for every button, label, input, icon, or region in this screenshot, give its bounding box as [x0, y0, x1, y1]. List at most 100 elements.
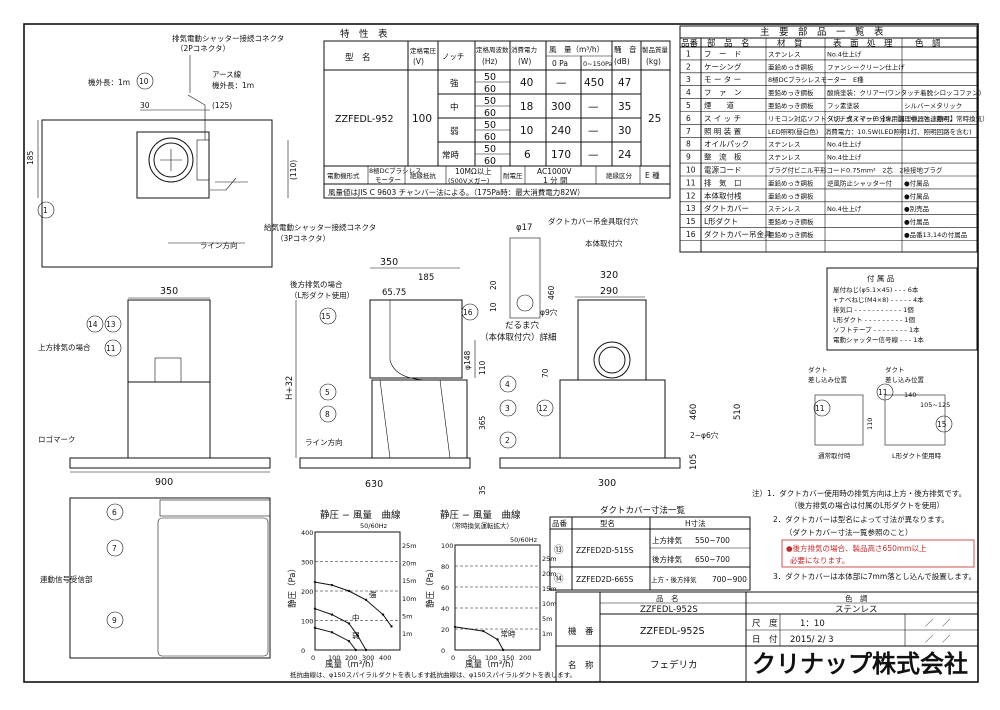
title-block: 品 名 色 調 ZZFEDL-952S ステンレス 機 番 ZZFEDL-952…: [555, 591, 979, 683]
svg-text:240: 240: [551, 125, 571, 137]
h-model: 型 名: [345, 52, 371, 63]
parts-row-no: 11: [686, 178, 696, 187]
svg-text:後方排気の場合: 後方排気の場合: [290, 279, 343, 289]
svg-text:（後方排気の場合は付属のL形ダクトを使用）: （後方排気の場合は付属のL形ダクトを使用）: [790, 500, 944, 510]
drawing-scale: 1：10: [800, 619, 825, 629]
svg-text:550~700: 550~700: [695, 536, 730, 545]
parts-row-material: 8極DCブラシレスモーター E種: [768, 75, 864, 84]
h-noise: 騒 音: [614, 44, 637, 54]
svg-text:630: 630: [365, 479, 383, 490]
parts-row-material: 亜鉛めっき鋼板: [768, 88, 814, 97]
svg-text:φ9穴: φ9穴: [540, 307, 558, 317]
svg-text:後方排気: 後方排気: [652, 554, 682, 564]
svg-text:110: 110: [866, 418, 874, 430]
parts-row-name: 照 明 装 置: [704, 126, 742, 136]
accessory-item: ソフトテープ - - - - - - - - 1本: [833, 325, 920, 334]
svg-text:だるま穴: だるま穴: [505, 320, 540, 331]
parts-row-material: プラグ付ビニル平形コード0.75mm² 2芯 2極接地プラグ: [768, 166, 943, 175]
parts-row-finish: （切、タイマー(3分>、弱、中、強、照明、常時換気）: [827, 114, 989, 123]
chart-y-tick-label: 20: [441, 626, 449, 634]
svg-text:900: 900: [155, 477, 173, 488]
parts-row-name: フ ァ ン: [704, 88, 742, 97]
svg-text:50: 50: [484, 96, 496, 107]
svg-text:ダクト: ダクト: [808, 365, 828, 374]
h-notch: ノッチ: [442, 52, 464, 61]
chart-y-tick-label: 0: [301, 647, 305, 655]
withstand-value-1: AC1000V: [537, 167, 572, 176]
svg-text:L形ダクト使用時: L形ダクト使用時: [892, 451, 942, 460]
svg-text:105~125: 105~125: [920, 401, 950, 409]
svg-text:350: 350: [380, 257, 398, 268]
svg-text:通常取付時: 通常取付時: [818, 451, 851, 460]
svg-text:700~900: 700~900: [712, 575, 747, 584]
connector-exhaust-label: 排気電動シャッター接続コネクタ: [172, 33, 284, 43]
svg-text:上方排気の場合: 上方排気の場合: [38, 342, 91, 352]
svg-text:⑭: ⑭: [554, 574, 564, 585]
svg-text:47: 47: [618, 77, 631, 89]
svg-text:機外長：1m: 機外長：1m: [88, 77, 130, 87]
svg-text:品番: 品番: [681, 38, 699, 49]
svg-text:15: 15: [937, 420, 947, 429]
svg-text:—: —: [588, 149, 599, 161]
chart-data-point: [453, 625, 457, 629]
chart-resistance-label: 25m: [402, 542, 417, 550]
svg-text:24: 24: [618, 149, 632, 161]
chart-data-point: [390, 625, 393, 628]
h-voltage: 定格電圧: [410, 46, 437, 55]
chart2-subtitle: （常時換気運転拡大）: [448, 521, 513, 530]
top-view: 30 (125) 185 (110) 排気電動シャッター接続コネクタ （2Pコネ…: [26, 33, 376, 268]
model-number: ZZFEDL-952S: [640, 626, 705, 637]
svg-text:ライン方向: ライン方向: [305, 437, 343, 447]
chart-x-tick-label: 200: [519, 654, 531, 662]
insulation-label: 絶縁抵抗: [410, 171, 437, 180]
svg-text:5: 5: [325, 388, 330, 397]
svg-text:H寸法: H寸法: [685, 518, 706, 528]
chart-data-point: [313, 626, 317, 630]
svg-text:300: 300: [551, 101, 571, 113]
parts-row-no: 10: [686, 166, 696, 175]
svg-text:170: 170: [551, 149, 571, 161]
notes: 注）1．ダクトカバー使用時の排気方向は上方・後方排気です。 （後方排気の場合は付…: [752, 488, 976, 581]
svg-text:ライン方向: ライン方向: [200, 240, 238, 250]
parts-row-no: 2: [686, 62, 691, 71]
svg-text:60: 60: [484, 132, 496, 143]
svg-text:上方・後方排気: 上方・後方排気: [651, 575, 697, 584]
chart-data-point: [501, 648, 505, 652]
svg-text:中: 中: [450, 102, 459, 113]
accessories-box: 付 属 品 屋付ねじ(φ5.1×45) - - - 6本 +ナベねじ(M4×8)…: [826, 267, 978, 351]
parts-row-name: フ ー ド: [704, 49, 742, 58]
chart-x-tick-label: 50: [468, 654, 476, 662]
svg-text:必要になります。: 必要になります。: [790, 555, 849, 565]
chart-resistance-label: 5m: [542, 615, 552, 623]
svg-text:8: 8: [325, 410, 330, 419]
svg-text:ダクトカバー寸法一覧: ダクトカバー寸法一覧: [600, 505, 686, 516]
h-noise-unit: (dB): [614, 57, 630, 66]
svg-text:品 名: 品 名: [656, 593, 679, 603]
h-airflow-0: 0 Pa: [552, 59, 568, 68]
product-color: ステンレス: [835, 605, 878, 615]
chart-resistance-label: 1m: [542, 630, 552, 638]
parts-row-material: 亜鉛めっき鋼板: [768, 191, 814, 200]
parts-row-material: ステンレス: [768, 205, 801, 213]
parts-row-name: 排 気 口: [704, 177, 742, 187]
svg-text:11: 11: [878, 388, 888, 397]
svg-text:上方排気: 上方排気: [652, 535, 682, 545]
svg-text:510: 510: [733, 404, 743, 420]
chart-x-tick-label: 0: [451, 654, 455, 662]
parts-row-no: 6: [686, 114, 691, 123]
accessory-item: L形ダクト - - - - - - - - - 1個: [833, 315, 916, 324]
parts-row-name: オイルパック: [704, 140, 749, 149]
parts-row-material: ステンレス: [768, 141, 801, 149]
chart-data-point: [347, 639, 351, 643]
parts-table: 主 要 部 品 一 覧 表 品番 部 品 名 材 質 表 面 処 理 色 調 1…: [679, 25, 989, 253]
parts-row-name: ダクトカバー吊金具: [704, 229, 772, 239]
svg-text:／ ／: ／ ／: [925, 635, 951, 645]
chart-x-tick-label: 100: [328, 654, 340, 662]
parts-row-name: 本体取付桟: [704, 190, 742, 200]
svg-text:110: 110: [478, 360, 487, 375]
svg-text:品番: 品番: [552, 518, 567, 528]
inset-duct-detail: ダクト 差し込み位置 ダクト 差し込み位置 11 11 15 140 105~1…: [808, 365, 953, 460]
parts-row-material: 亜鉛めっき鋼板: [768, 230, 814, 239]
